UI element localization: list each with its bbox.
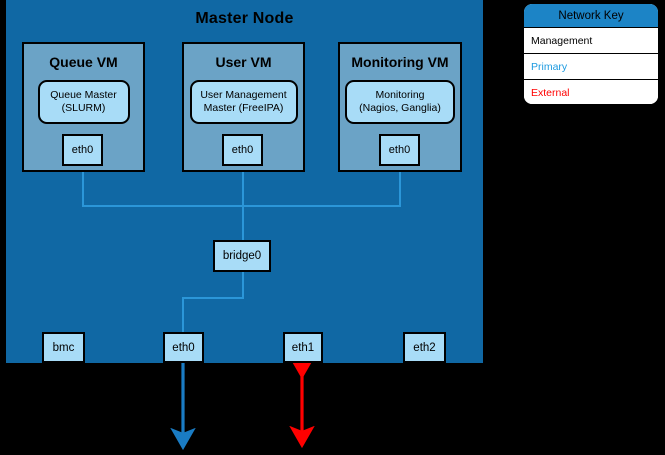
master-node-title: Master Node — [195, 10, 294, 27]
network-key-label-primary: Primary — [531, 60, 568, 73]
vm-queue-port-eth0[interactable]: eth0 — [62, 134, 103, 166]
vm-monitoring-service-line-1: Monitoring — [375, 88, 425, 101]
vm-monitoring-service: Monitoring (Nagios, Ganglia) — [345, 80, 455, 124]
port-bmc[interactable]: bmc — [42, 332, 85, 363]
link-bridge-to-eth0-horizontal — [182, 297, 244, 299]
network-key-row-external[interactable]: External — [524, 79, 658, 104]
vm-queue-title: Queue VM — [49, 54, 118, 70]
port-eth1[interactable]: eth1 — [283, 332, 323, 363]
network-key-row-primary[interactable]: Primary — [524, 53, 658, 79]
vm-queue-service: Queue Master (SLURM) — [37, 80, 130, 124]
vm-queue-service-line-1: Queue Master — [50, 88, 117, 101]
vm-queue-service-line-2: (SLURM) — [61, 102, 106, 114]
link-queue-vm-eth0-drop — [82, 170, 84, 207]
network-key-title: Network Key — [524, 4, 658, 27]
primary-network-arrow — [170, 362, 196, 451]
port-eth0[interactable]: eth0 — [163, 332, 204, 363]
network-key-legend: Network Key Management Primary External — [524, 4, 658, 104]
vm-user-title: User VM — [215, 54, 272, 70]
vm-user-service-line-2: Master (FreeIPA) — [203, 102, 284, 114]
network-key-label-management: Management — [531, 34, 593, 47]
network-key-row-management[interactable]: Management — [524, 27, 658, 53]
vm-user[interactable]: User VM User Management Master (FreeIPA) — [182, 42, 305, 172]
link-bridge-down — [242, 271, 244, 298]
vm-user-port-eth0[interactable]: eth0 — [222, 134, 263, 166]
port-eth2[interactable]: eth2 — [403, 332, 446, 363]
link-monitoring-vm-eth0-drop — [399, 170, 401, 207]
vm-monitoring-title: Monitoring VM — [351, 54, 449, 70]
vm-user-service: User Management Master (FreeIPA) — [189, 80, 298, 124]
external-network-arrow — [289, 356, 315, 449]
bridge0-node[interactable]: bridge0 — [213, 240, 271, 272]
link-vm-bus-horizontal — [82, 205, 401, 207]
link-user-vm-eth0-to-bridge — [242, 170, 244, 241]
vm-user-service-line-1: User Management — [200, 88, 287, 101]
network-key-label-external: External — [531, 86, 570, 99]
vm-monitoring-port-eth0[interactable]: eth0 — [379, 134, 420, 166]
vm-monitoring-service-line-2: (Nagios, Ganglia) — [359, 102, 441, 114]
link-bridge-to-eth0-drop — [182, 297, 184, 333]
